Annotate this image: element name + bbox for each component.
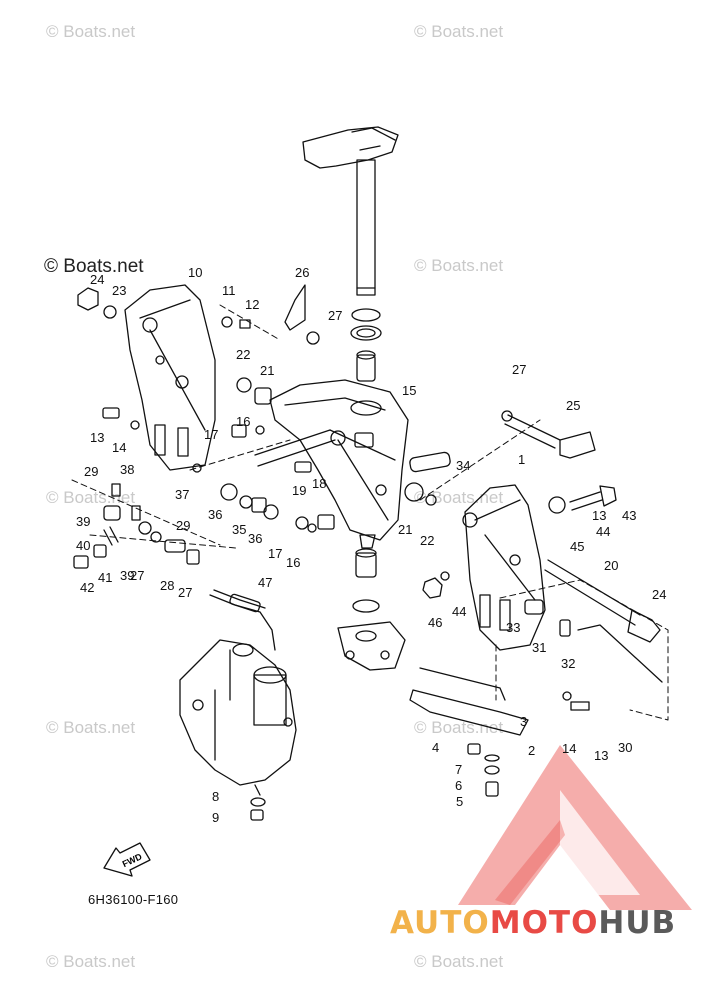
callout-label: 16	[236, 414, 251, 429]
callout-label: 14	[562, 741, 577, 756]
clamp-bracket-left	[124, 284, 216, 471]
small-parts	[73, 284, 663, 821]
clamp-bracket-right	[462, 484, 546, 651]
watermark: © Boats.net	[46, 718, 136, 737]
callout-label: 3	[520, 714, 528, 729]
callout-label: 22	[236, 347, 251, 362]
callout-label: 7	[455, 762, 463, 777]
callout-label: 10	[188, 265, 203, 280]
callout-label: 27	[178, 585, 193, 600]
brand-wordmark: AUTOMOTOHUB	[390, 905, 676, 941]
callout-label: 11	[222, 283, 236, 298]
callout-label: 39	[76, 514, 91, 529]
callout-label: 37	[175, 487, 190, 502]
brand-part-hub: HUB	[598, 905, 677, 941]
callout-label: 45	[570, 539, 585, 554]
callout-label: 32	[561, 656, 576, 671]
watermark: © Boats.net	[414, 718, 504, 737]
fwd-label: FWD	[121, 851, 144, 869]
callout-label: 2	[528, 743, 536, 758]
watermark: © Boats.net	[414, 256, 504, 275]
tilt-unit	[179, 639, 297, 796]
callout-label: 18	[312, 476, 327, 491]
callout-label: 1	[518, 452, 526, 467]
callout-label: 13	[594, 748, 609, 763]
callout-label: 39	[120, 568, 135, 583]
callout-label: 47	[258, 575, 273, 590]
hose-47	[209, 589, 276, 651]
callout-label: 16	[286, 555, 301, 570]
callout-label: 44	[452, 604, 467, 619]
leader-lines	[71, 304, 669, 721]
callout-label: 40	[76, 538, 91, 553]
callout-label: 36	[248, 531, 263, 546]
callout-label: 33	[506, 620, 521, 635]
callout-label: 36	[208, 507, 223, 522]
watermark: © Boats.net	[414, 952, 504, 971]
callout-label: 20	[604, 558, 619, 573]
swivel-bracket	[269, 379, 409, 541]
callout-label: 41	[98, 570, 113, 585]
anode-plate	[409, 667, 529, 736]
callout-label: 38	[120, 462, 135, 477]
callout-label: 13	[592, 508, 607, 523]
pin-34	[409, 451, 451, 473]
callout-label: 14	[112, 440, 127, 455]
callout-label: 8	[212, 789, 220, 804]
brand-logo-icon	[458, 745, 692, 910]
callout-label: 17	[268, 546, 283, 561]
bushing-stack	[350, 308, 382, 416]
callout-label: 19	[292, 483, 307, 498]
lower-bushing-stack	[337, 534, 406, 671]
callout-label: 31	[532, 640, 547, 655]
callout-label: 24	[652, 587, 667, 602]
callout-label: 44	[596, 524, 611, 539]
callout-label: 46	[428, 615, 443, 630]
fwd-arrow	[103, 842, 151, 877]
callout-label: 30	[618, 740, 633, 755]
watermark: © Boats.net	[46, 952, 136, 971]
steering-shaft	[302, 126, 399, 296]
callout-label: 43	[622, 508, 637, 523]
watermark: © Boats.net	[414, 22, 504, 41]
callout-label: 9	[212, 810, 220, 825]
callout-label: 23	[112, 283, 127, 298]
watermark-main: © Boats.net	[44, 256, 144, 277]
callout-label: 25	[566, 398, 581, 413]
callout-label: 34	[456, 458, 471, 473]
callout-label: 27	[130, 568, 145, 583]
bolt-25	[504, 414, 596, 459]
bolt-43	[569, 485, 617, 511]
callout-label: 12	[245, 297, 260, 312]
watermark: © Boats.net	[414, 488, 504, 507]
brand-part-moto: MOTO	[489, 905, 599, 941]
callout-label: 21	[398, 522, 413, 537]
watermark: © Boats.net	[46, 488, 136, 507]
callout-label: 42	[80, 580, 95, 595]
diagram-code: 6H36100-F160	[88, 892, 179, 907]
callout-label: 35	[232, 522, 247, 537]
callout-label: 6	[455, 778, 463, 793]
callout-label: 29	[176, 518, 191, 533]
callout-label: 29	[84, 464, 99, 479]
callout-label: 28	[160, 578, 175, 593]
callout-label: 26	[295, 265, 310, 280]
callout-label: 24	[90, 272, 105, 287]
brand-part-auto: AUTO	[390, 905, 490, 941]
callout-label: 27	[512, 362, 527, 377]
callout-label: 4	[432, 740, 440, 755]
callout-label: 15	[402, 383, 417, 398]
callout-label: 13	[90, 430, 105, 445]
callout-label: 27	[328, 308, 343, 323]
callout-label: 17	[204, 427, 219, 442]
callout-label: 22	[420, 533, 435, 548]
callout-label: 21	[260, 363, 275, 378]
callout-label: 5	[456, 794, 464, 809]
watermark: © Boats.net	[46, 22, 136, 41]
